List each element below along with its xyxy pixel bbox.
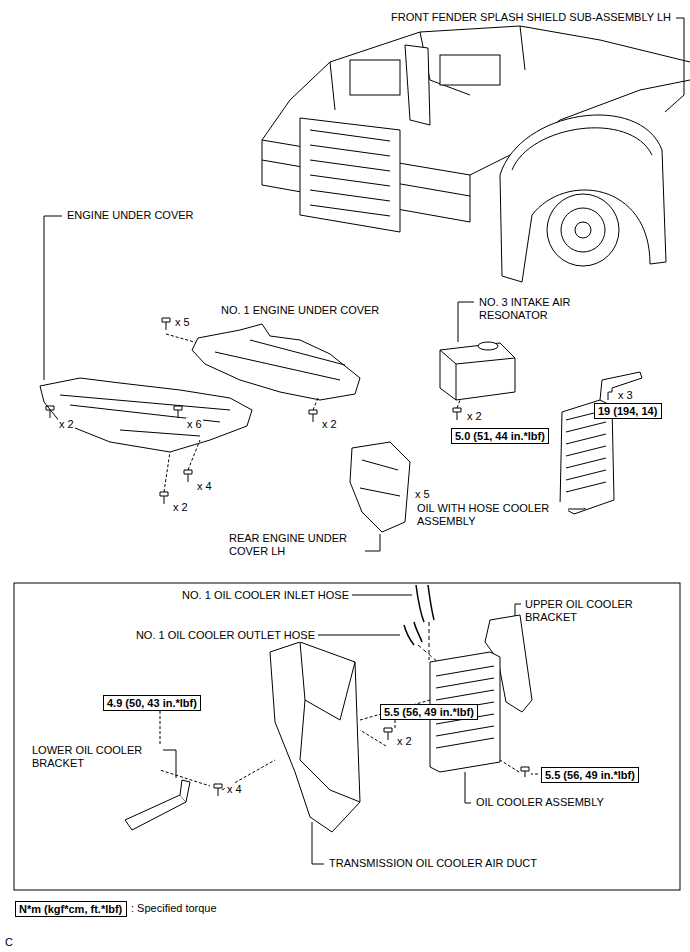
- torque-spec-box: 5.5 (56, 49 in.*lbf): [541, 767, 639, 783]
- part-label: x 2: [172, 501, 189, 514]
- part-label: TRANSMISSION OIL COOLER AIR DUCT: [328, 857, 538, 870]
- part-label: NO. 1 OIL COOLER INLET HOSE: [181, 589, 350, 602]
- part-label: x 6: [186, 418, 203, 431]
- part-label: UPPER OIL COOLER BRACKET: [524, 598, 651, 624]
- part-label: x 2: [321, 418, 338, 431]
- part-label: LOWER OIL COOLER BRACKET: [31, 744, 163, 770]
- part-label: NO. 3 INTAKE AIR RESONATOR: [478, 296, 600, 322]
- torque-value: N*m (kgf*cm, ft.*lbf): [19, 903, 122, 915]
- torque-spec-box: 19 (194, 14): [594, 403, 662, 419]
- torque-value: 5.5 (56, 49 in.*lbf): [384, 706, 474, 718]
- part-label: x 5: [174, 316, 191, 329]
- torque-spec-box: 4.9 (50, 43 in.*lbf): [103, 695, 201, 711]
- part-label: FRONT FENDER SPLASH SHIELD SUB-ASSEMBLY …: [390, 11, 672, 24]
- part-label: OIL COOLER ASSEMBLY: [475, 796, 605, 809]
- torque-spec-box: 5.5 (56, 49 in.*lbf): [380, 704, 478, 720]
- part-label: ENGINE UNDER COVER: [66, 209, 195, 222]
- part-label: x 2: [466, 410, 483, 423]
- part-label: x 4: [226, 783, 243, 796]
- torque-value: 5.5 (56, 49 in.*lbf): [545, 769, 635, 781]
- part-label: NO. 1 OIL COOLER OUTLET HOSE: [135, 629, 316, 642]
- part-label: : Specified torque: [130, 902, 218, 915]
- part-label: x 2: [396, 735, 413, 748]
- torque-spec-box: 5.0 (51, 44 in.*lbf): [451, 428, 549, 444]
- torque-spec-box: N*m (kgf*cm, ft.*lbf): [15, 901, 127, 917]
- part-label: x 3: [617, 389, 634, 402]
- torque-value: 4.9 (50, 43 in.*lbf): [107, 697, 197, 709]
- part-label: x 2: [58, 418, 75, 431]
- torque-value: 19 (194, 14): [598, 405, 657, 417]
- torque-value: 5.0 (51, 44 in.*lbf): [455, 430, 545, 442]
- part-label: NO. 1 ENGINE UNDER COVER: [220, 304, 380, 317]
- part-label: C: [4, 936, 14, 949]
- part-label: x 5: [414, 488, 431, 501]
- part-label: REAR ENGINE UNDER COVER LH: [228, 532, 365, 558]
- part-label: OIL WITH HOSE COOLER ASSEMBLY: [416, 502, 568, 528]
- part-label: x 4: [196, 480, 213, 493]
